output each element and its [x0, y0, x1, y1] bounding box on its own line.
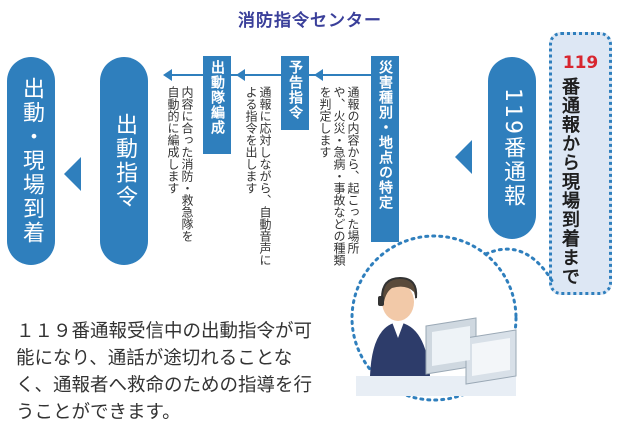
- arrow-head-icon: [163, 69, 172, 81]
- step-identify-location-label: 災害種別・地点の特定: [377, 60, 393, 210]
- step-identify-location-desc: 通報の内容から、起こった場所や、火災・急病・事故などの種類を判定します: [318, 86, 360, 266]
- step-team-formation-desc: 内容に合った消防・救急隊を自動的に編成します: [166, 86, 194, 242]
- arrow-head-icon: [236, 69, 245, 81]
- dispatch-arrival-pill: 出動・現場到着: [7, 57, 55, 265]
- dispatch-order-label: 出動指令: [112, 113, 137, 209]
- step-advance-notice: 予告指令: [281, 56, 309, 130]
- left-triangle-arrow-icon: [455, 140, 472, 174]
- diagram-title: 消防指令センター: [238, 11, 382, 31]
- step-identify-location: 災害種別・地点の特定: [371, 56, 399, 242]
- time-callout: 119 番通報から現場到着まで: [549, 32, 612, 295]
- caption-text: １１９番通報受信中の出動指令が可能になり、通話が途切れることなく、通報者へ救命の…: [16, 321, 313, 423]
- dispatch-arrival-label: 出動・現場到着: [19, 77, 44, 245]
- call-119-label: 119番通報: [500, 88, 525, 208]
- operator-illustration-icon: [350, 234, 556, 402]
- callout-number: 119: [562, 53, 599, 73]
- arrow-head-icon: [314, 69, 323, 81]
- dispatch-order-pill: 出動指令: [100, 57, 148, 265]
- step-team-formation-label: 出動隊編成: [209, 60, 225, 135]
- step-advance-notice-desc: 通報に応対しながら、自動音声による指令を出します: [244, 86, 272, 266]
- step-team-formation: 出動隊編成: [203, 56, 231, 154]
- flow-line: [172, 74, 377, 76]
- call-119-pill: 119番通報: [488, 57, 536, 239]
- callout-text: 番通報から現場到着まで: [559, 77, 580, 286]
- left-triangle-arrow-icon: [64, 157, 81, 191]
- step-advance-notice-label: 予告指令: [287, 60, 303, 120]
